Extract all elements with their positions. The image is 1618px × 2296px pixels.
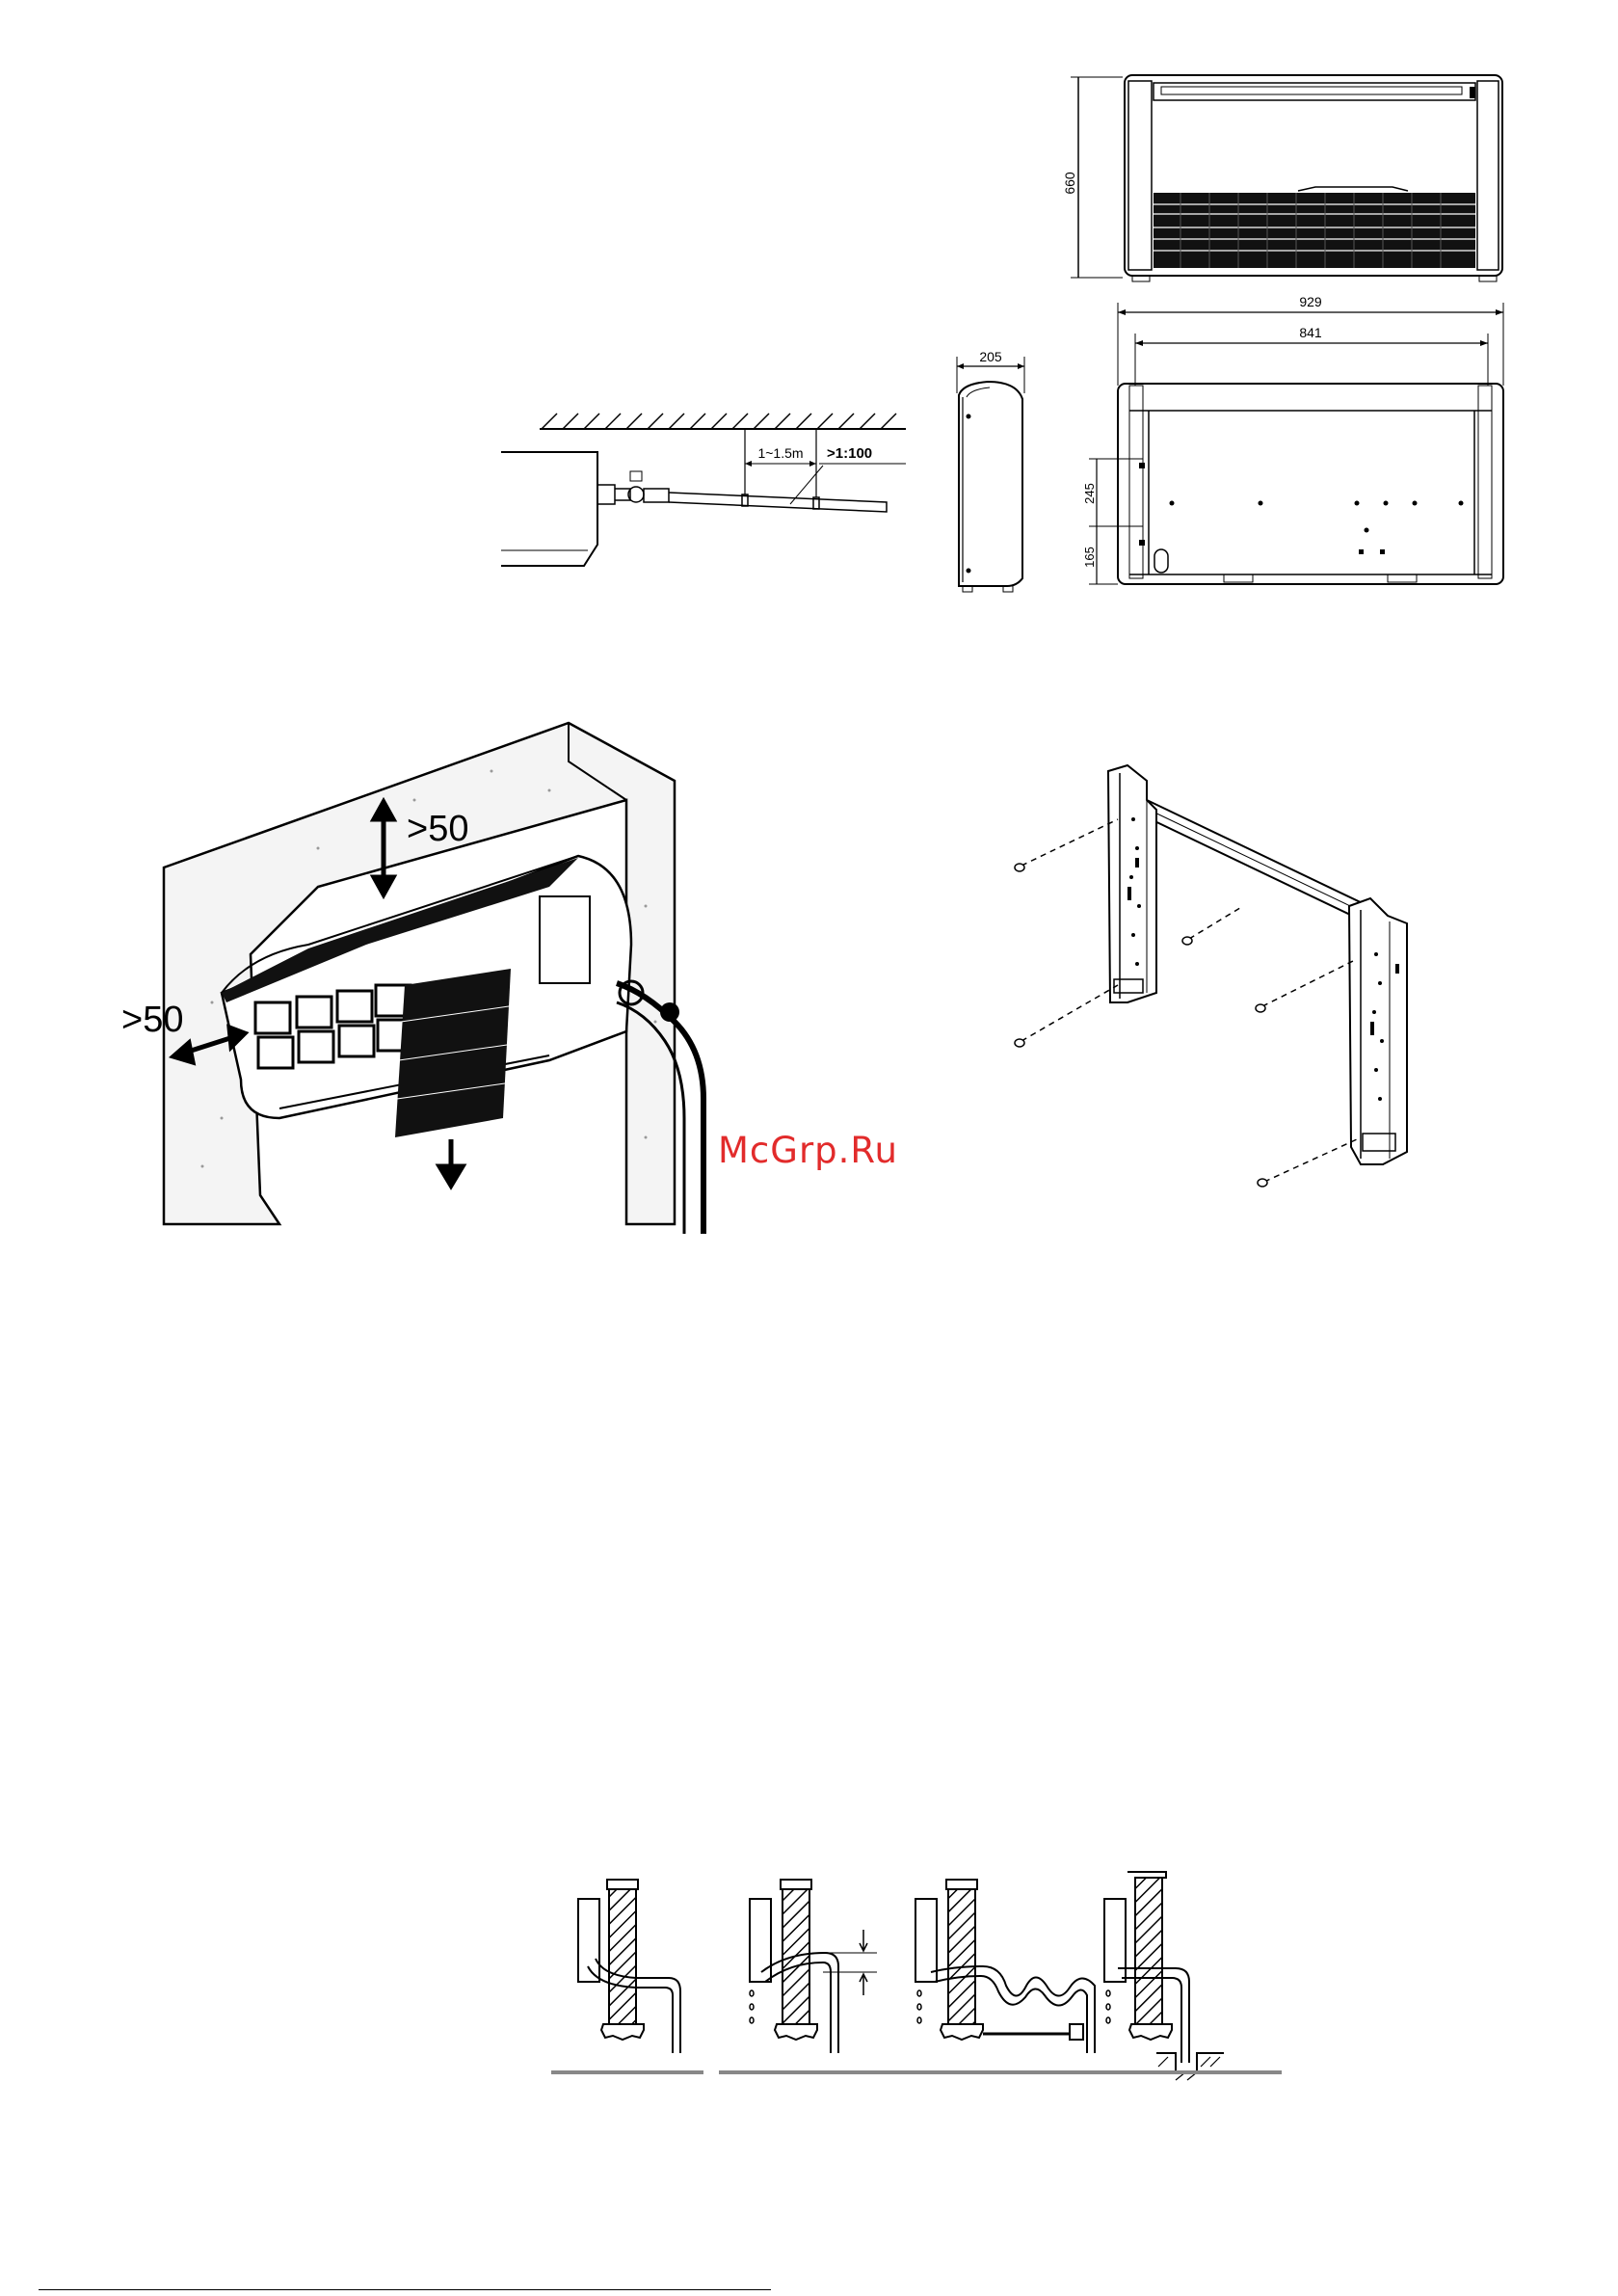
dim-upper-label: 245 bbox=[1082, 483, 1097, 504]
back-view-drawing: 929 841 245 165 bbox=[1079, 289, 1523, 607]
watermark: McGrp.Ru bbox=[718, 1130, 898, 1171]
drain-pipe-slope-drawing: 1~1.5m >1:100 bbox=[501, 400, 925, 583]
front-view-drawing: 660 bbox=[1065, 67, 1518, 289]
top-clearance-label: >50 bbox=[407, 809, 468, 849]
side-clearance-label: >50 bbox=[121, 1000, 183, 1040]
side-depth-label: 205 bbox=[979, 349, 1002, 364]
drain-routing-diagrams bbox=[549, 1860, 1291, 2092]
pipe-spacing-label: 1~1.5m bbox=[757, 445, 803, 461]
drain-wave-diagram bbox=[915, 1880, 1095, 2053]
pipe-slope-label: >1:100 bbox=[827, 445, 872, 462]
footer-rule bbox=[39, 2289, 771, 2290]
drain-correct-diagram bbox=[578, 1880, 680, 2053]
dim-lower-label: 165 bbox=[1082, 547, 1097, 568]
clearance-illustration: >50 >50 bbox=[125, 713, 781, 1234]
front-height-label: 660 bbox=[1062, 172, 1077, 195]
side-view-drawing: 205 bbox=[949, 347, 1036, 598]
width-outer-label: 929 bbox=[1299, 294, 1322, 309]
drain-raised-diagram bbox=[750, 1880, 877, 2053]
width-inner-label: 841 bbox=[1299, 325, 1322, 340]
drain-submerged-diagram bbox=[1104, 1872, 1224, 2080]
mounting-plate-drawing bbox=[1002, 761, 1426, 1186]
